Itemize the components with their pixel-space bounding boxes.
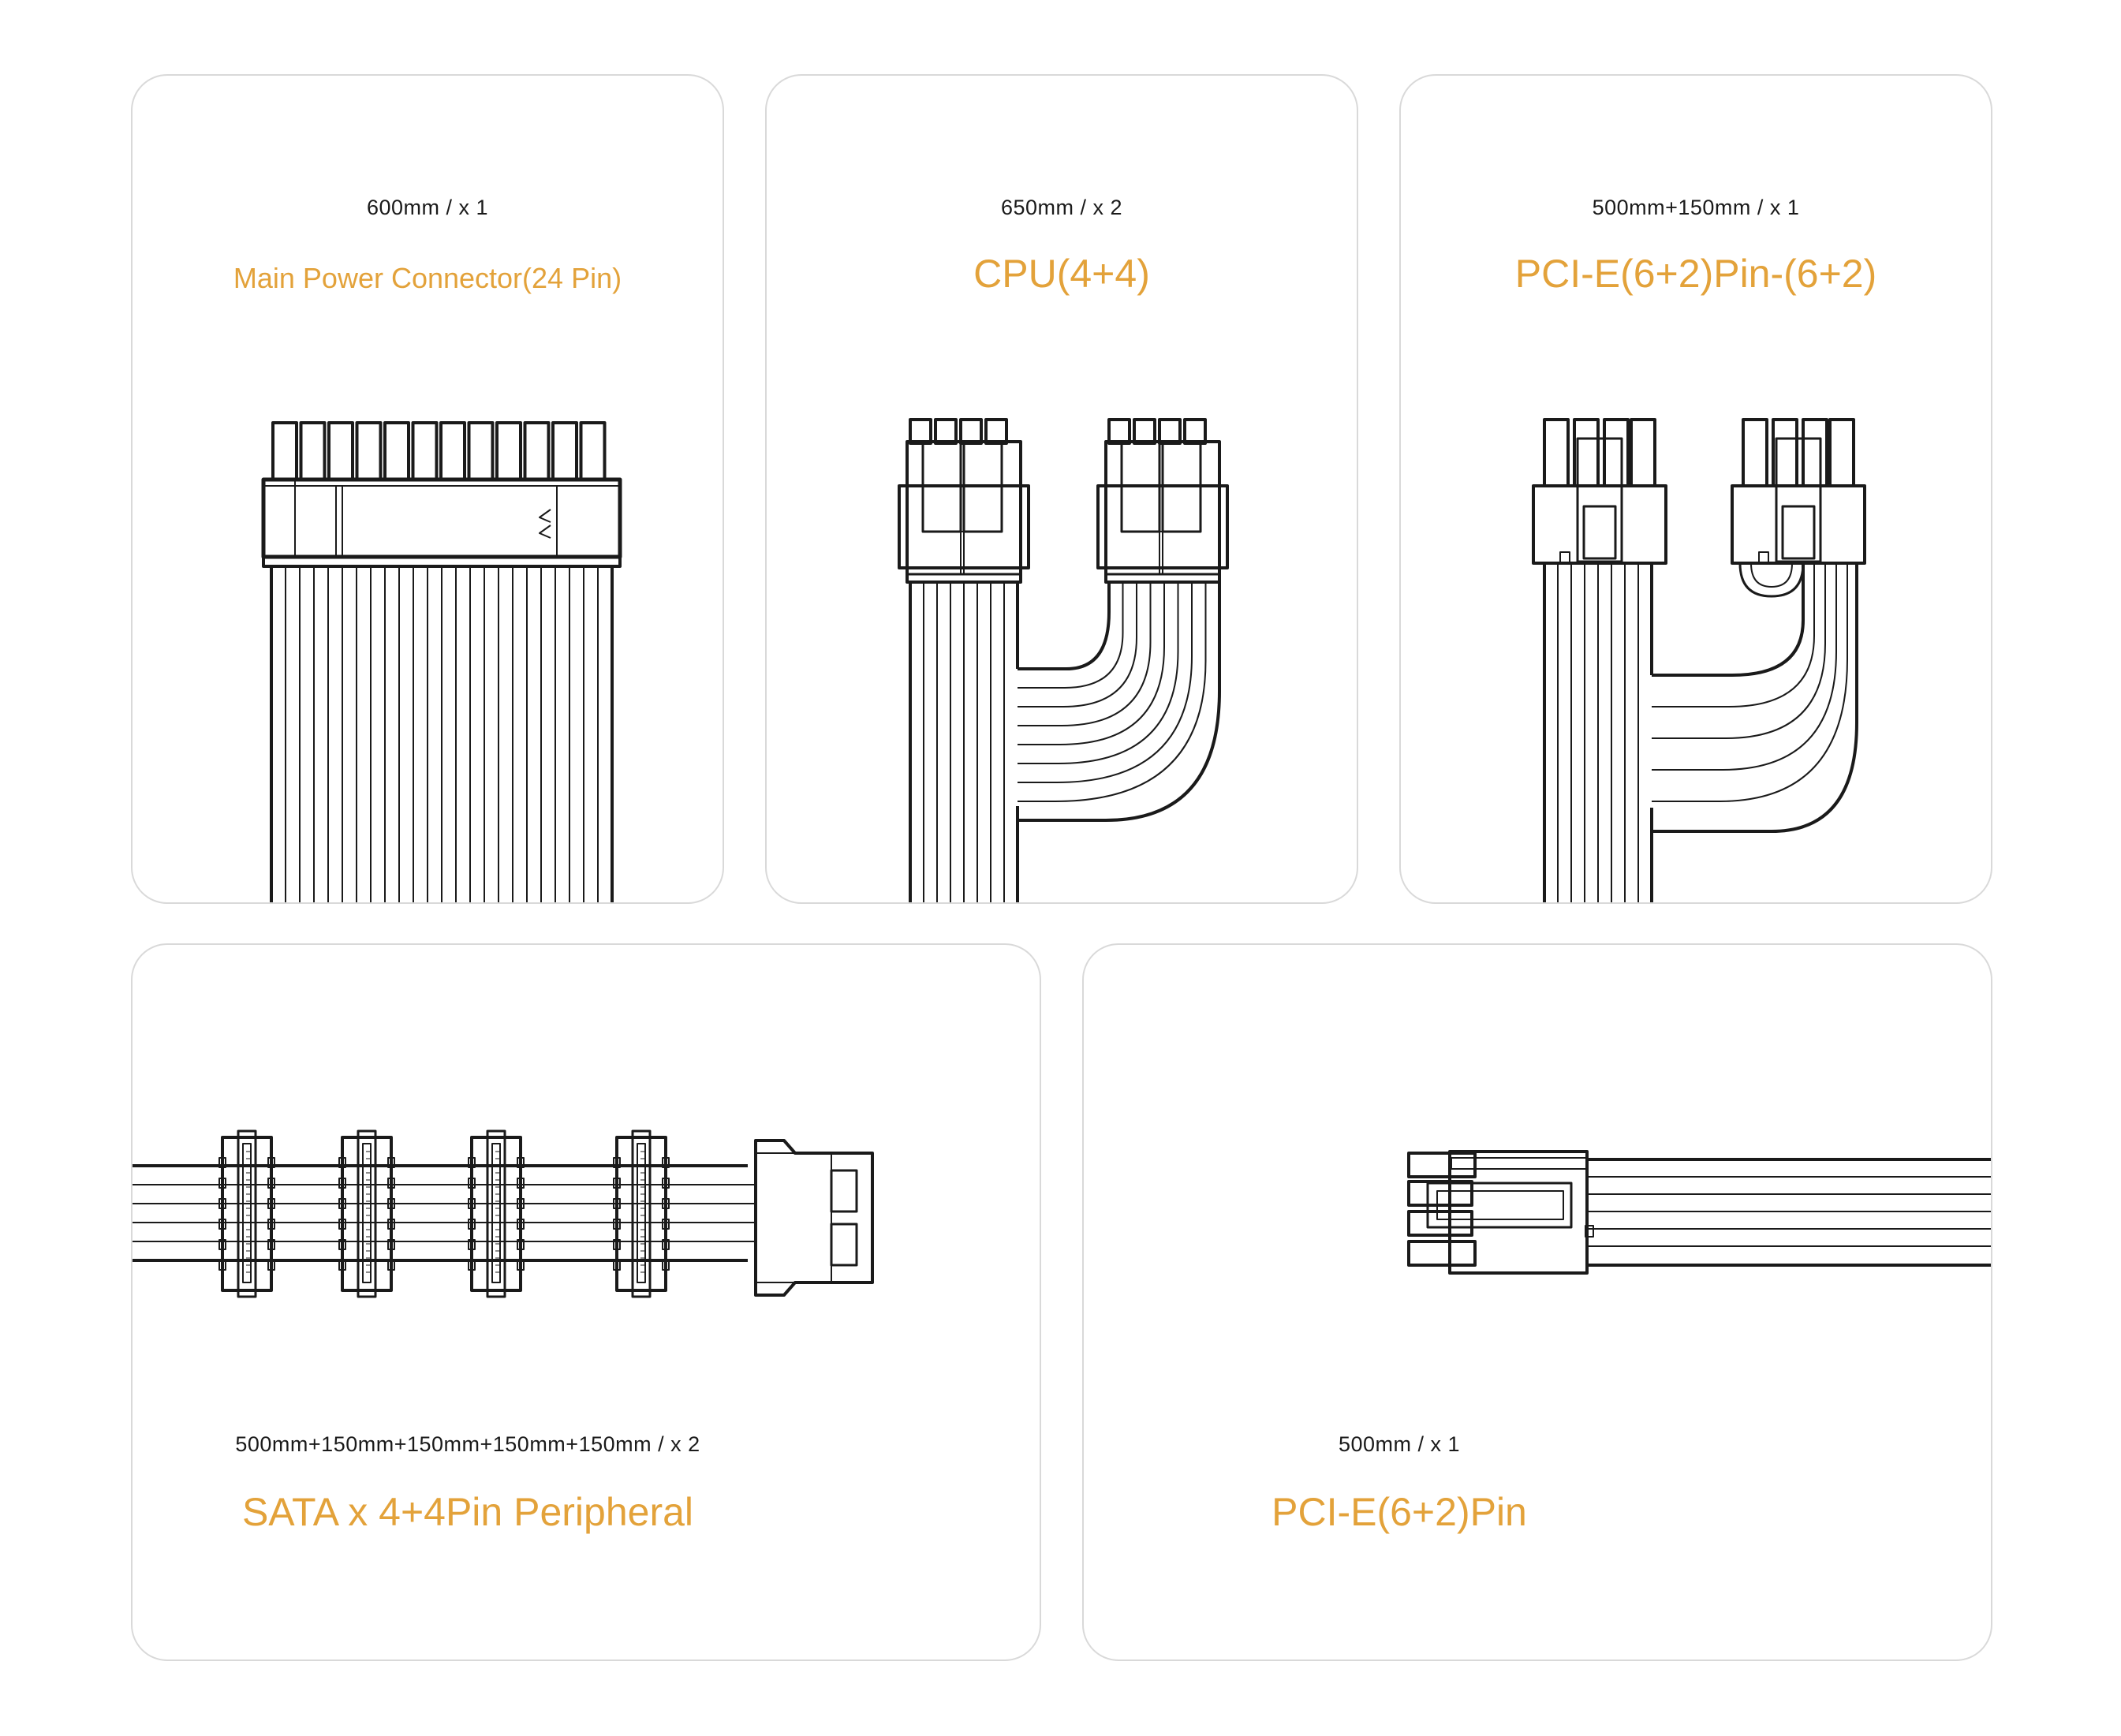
sata-peripheral-connector-icon (133, 1129, 874, 1298)
atx-24pin-connector-icon (261, 421, 622, 902)
cable-card-pcie-single: 500mm / x 1 PCI-E(6+2)Pin (1082, 943, 1992, 1661)
cable-card-cpu: 650mm / x 2 CPU(4+4) (765, 74, 1358, 904)
cpu-4plus4-connector-icon (898, 418, 1229, 902)
cable-title: Main Power Connector(24 Pin) (233, 262, 622, 294)
cable-card-sata: 500mm+150mm+150mm+150mm+150mm / x 2 SATA… (131, 943, 1041, 1661)
cable-title: SATA x 4+4Pin Peripheral (241, 1490, 694, 1534)
pcie-single-connector-icon (1407, 1150, 1991, 1275)
cable-spec: 650mm / x 2 (1000, 196, 1123, 219)
cable-spec: 500mm / x 1 (1338, 1432, 1461, 1456)
cable-title: CPU(4+4) (973, 252, 1150, 296)
cable-title: PCI-E(6+2)Pin-(6+2) (1514, 252, 1877, 296)
cable-card-main-power: 600mm / x 1 Main Power Connector(24 Pin) (131, 74, 724, 904)
cable-title: PCI-E(6+2)Pin (1271, 1490, 1527, 1534)
cable-spec: 500mm+150mm+150mm+150mm+150mm / x 2 (235, 1432, 700, 1456)
cable-spec: 600mm / x 1 (366, 196, 489, 219)
cable-card-pcie-dual: 500mm+150mm / x 1 PCI-E(6+2)Pin-(6+2) (1399, 74, 1992, 904)
cable-spec: 500mm+150mm / x 1 (1592, 196, 1800, 219)
pcie-dual-connector-icon (1532, 418, 1866, 902)
